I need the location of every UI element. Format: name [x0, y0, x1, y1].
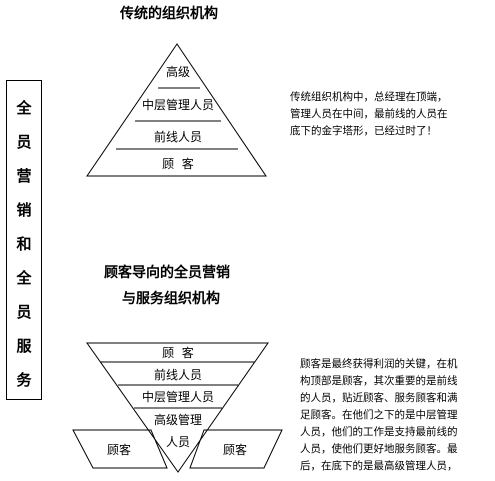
traditional-structure-title: 传统的组织机构	[120, 6, 218, 22]
description-line: 人员，他们的工作是支持最前线的	[300, 426, 458, 438]
inverted-level-middle: 中层管理人员	[142, 389, 214, 404]
customer-oriented-title-line1: 顾客导向的全员营销	[104, 265, 230, 281]
side-label-char: 员	[16, 133, 32, 151]
inverted-level-senior-line1: 高级管理	[154, 412, 202, 427]
side-label-box: 全 员 营 销 和 全 员 服 务	[6, 80, 42, 400]
customer-oriented-title-line2: 与服务组织机构	[122, 291, 220, 307]
side-label-char: 全	[16, 99, 32, 117]
traditional-level-frontline: 前线人员	[154, 129, 202, 144]
side-customer-left: 顾客	[107, 442, 131, 457]
traditional-pyramid	[86, 43, 267, 177]
traditional-level-top: 高级	[166, 64, 190, 79]
description-line: 管理人员在中间，最前线的人员在	[290, 108, 448, 120]
traditional-pyramid-outline	[86, 43, 267, 177]
description-line: 构顶部是顾客，其次重要的是前线	[300, 375, 458, 387]
traditional-level-customer: 顾 客	[162, 156, 194, 171]
side-label-char: 全	[16, 269, 32, 287]
description-line: 底下的金字塔形，已经过时了！	[290, 125, 437, 137]
inverted-level-senior-line2: 人员	[166, 435, 190, 449]
description-line: 后，在底下的是最高级管理人员，	[300, 460, 458, 472]
traditional-description: 传统组织机构中，总经理在顶端， 管理人员在中间，最前线的人员在 底下的金字塔形，…	[290, 89, 490, 140]
description-line: 传统组织机构中，总经理在顶端，	[290, 91, 448, 103]
side-label-char: 服	[16, 337, 32, 355]
customer-oriented-description: 顾客是最终获得利润的关键，在机 构顶部是顾客，其次重要的是前线 的人员，贴近顾客…	[300, 356, 494, 475]
description-line: 足顾客。在他们之下的是中层管理	[300, 409, 458, 421]
side-label-char: 员	[16, 303, 32, 321]
side-label-char: 销	[16, 201, 32, 219]
customer-side-box-right	[189, 429, 283, 469]
side-label-char: 务	[16, 371, 32, 389]
description-line: 的人员，贴近顾客、服务顾客和满	[300, 392, 458, 404]
traditional-level-middle: 中层管理人员	[142, 97, 214, 112]
side-label-char: 营	[16, 167, 32, 185]
description-line: 顾客是最终获得利润的关键，在机	[300, 358, 458, 370]
description-line: 人员，使他们更好地服务顾客。最	[300, 443, 458, 455]
inverted-pyramid	[72, 342, 283, 473]
inverted-pyramid-outline	[86, 342, 269, 473]
inverted-level-frontline: 前线人员	[154, 367, 202, 382]
side-customer-right: 顾客	[223, 442, 247, 457]
inverted-level-customer: 顾 客	[162, 345, 194, 360]
customer-side-box-left	[72, 429, 168, 469]
side-label-char: 和	[16, 235, 32, 253]
